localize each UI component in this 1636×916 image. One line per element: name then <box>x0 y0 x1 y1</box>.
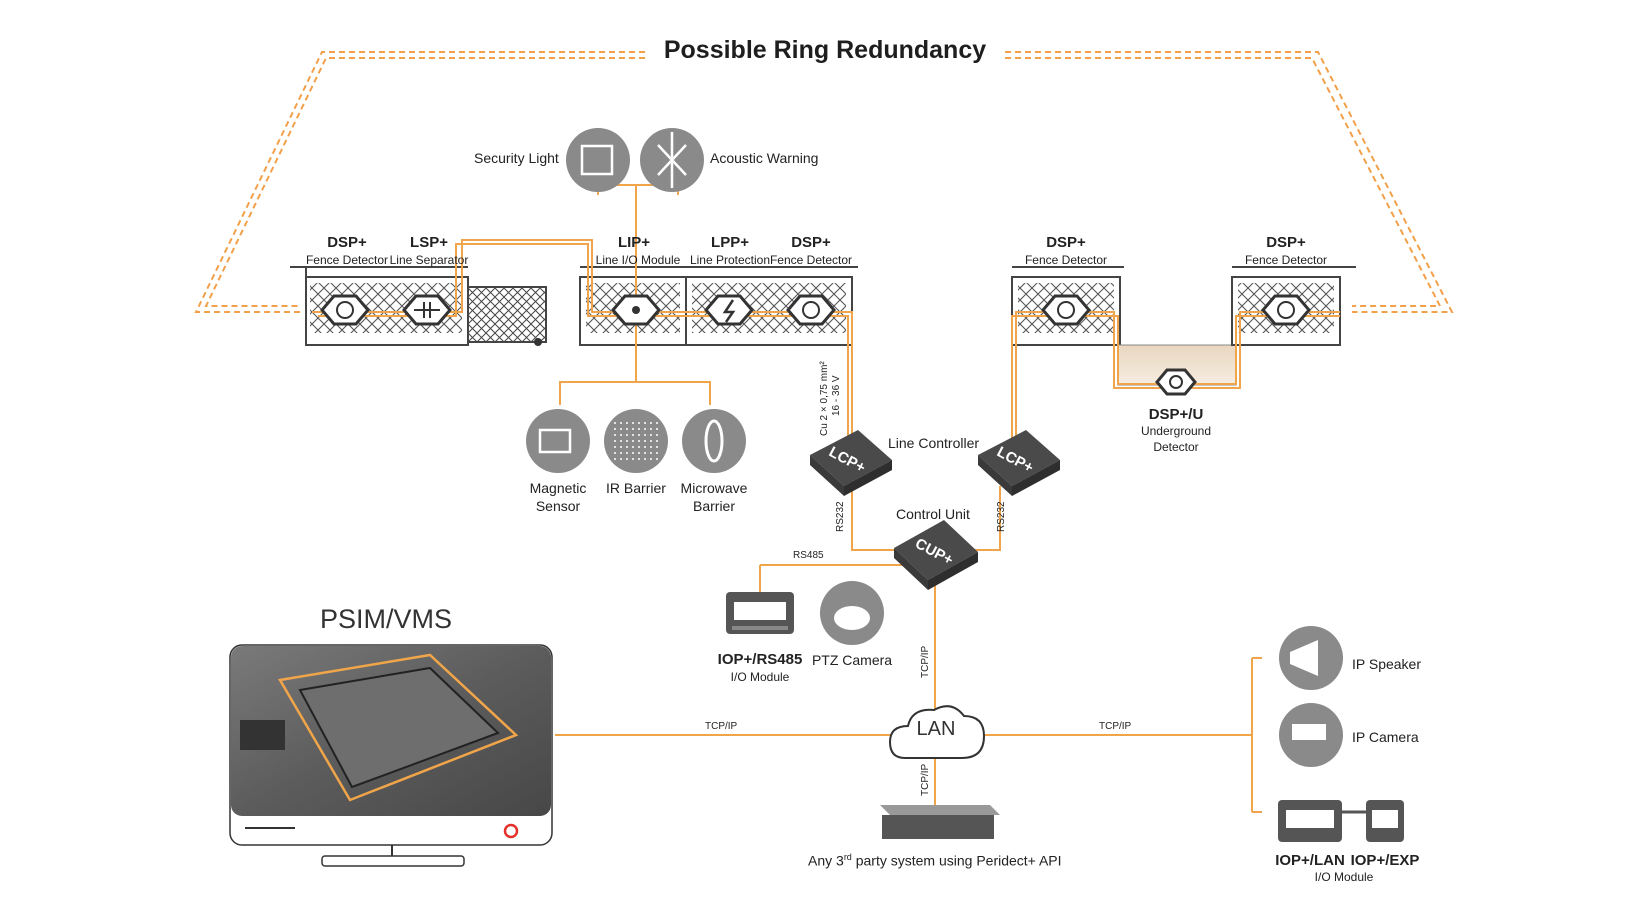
iop-rs485-device[interactable] <box>726 592 794 634</box>
microwave-label-1: Microwave <box>680 480 748 496</box>
lsp-icon[interactable] <box>402 294 452 326</box>
dsp4-desc: Fence Detector <box>1244 253 1328 267</box>
lpp-icon[interactable] <box>704 294 754 326</box>
ptz-camera-icon[interactable] <box>820 581 884 645</box>
rs485-label: RS485 <box>793 550 824 561</box>
iop-rs485-desc: I/O Module <box>730 670 790 684</box>
lan-cloud[interactable] <box>888 705 986 759</box>
iop-exp-name: IOP+/EXP <box>1350 852 1420 869</box>
dspu-desc-2: Detector <box>1153 440 1199 454</box>
magnetic-sensor-label-2: Sensor <box>535 498 581 514</box>
psim-monitor[interactable] <box>229 644 553 867</box>
rs232-left-label: RS232 <box>835 501 846 532</box>
cable-spec-1: Cu 2 × 0,75 mm² <box>819 361 830 436</box>
lip-icon[interactable] <box>611 294 661 326</box>
line-controller-label: Line Controller <box>888 435 980 451</box>
ip-camera-label: IP Camera <box>1352 729 1419 745</box>
magnetic-sensor-label-1: Magnetic <box>529 480 587 496</box>
iop-lan-name: IOP+/LAN <box>1275 852 1345 869</box>
dsp1-icon[interactable] <box>320 294 370 326</box>
dsp2-name: DSP+ <box>791 234 831 251</box>
dsp3-icon[interactable] <box>1041 294 1091 326</box>
lcp-left-device[interactable] <box>810 430 892 496</box>
iop-exp-device[interactable] <box>1342 800 1404 842</box>
dsp1-name: DSP+ <box>327 234 367 251</box>
cable-spec-2: 16 - 36 V <box>831 375 842 416</box>
lip-desc: Line I/O Module <box>595 253 681 267</box>
security-light-label: Security Light <box>474 150 559 166</box>
tcpip-cup-label: TCP/IP <box>920 645 931 678</box>
third-party-switch[interactable] <box>880 805 1000 839</box>
ip-speaker-icon[interactable] <box>1279 626 1343 690</box>
dspu-name: DSP+/U <box>1148 406 1204 423</box>
lsp-name: LSP+ <box>410 234 448 251</box>
microwave-label-2: Barrier <box>692 498 736 514</box>
dsp1-desc: Fence Detector <box>305 253 389 267</box>
fence-segment-c <box>1011 266 1356 386</box>
cup-device[interactable] <box>894 520 978 590</box>
dspu-icon[interactable] <box>1155 368 1197 396</box>
tcpip-left-label: TCP/IP <box>705 721 738 732</box>
lpp-desc: Line Protection <box>689 253 771 267</box>
magnetic-sensor-icon[interactable] <box>526 409 590 473</box>
iop-rs485-name: IOP+/RS485 <box>717 651 803 668</box>
third-party-label: Any 3rd party system using Peridect+ API <box>808 852 1062 869</box>
ptz-camera-label: PTZ Camera <box>811 652 893 668</box>
dsp2-desc: Fence Detector <box>769 253 853 267</box>
dsp3-desc: Fence Detector <box>1024 253 1108 267</box>
dsp4-icon[interactable] <box>1261 294 1311 326</box>
security-light-icon[interactable] <box>566 128 630 192</box>
ip-camera-icon[interactable] <box>1279 703 1343 767</box>
iop-right-desc: I/O Module <box>1314 870 1374 884</box>
microwave-barrier-icon[interactable] <box>682 409 746 473</box>
control-unit-label: Control Unit <box>896 506 970 522</box>
dsp4-name: DSP+ <box>1266 234 1306 251</box>
ip-speaker-label: IP Speaker <box>1352 656 1422 672</box>
diagram-title: Possible Ring Redundancy <box>653 36 997 65</box>
dsp2-icon[interactable] <box>786 294 836 326</box>
ir-barrier-label: IR Barrier <box>606 480 666 496</box>
acoustic-warning-label: Acoustic Warning <box>710 150 819 166</box>
lpp-name: LPP+ <box>711 234 749 251</box>
psim-label: PSIM/VMS <box>319 604 453 634</box>
ir-barrier-icon[interactable] <box>604 409 668 473</box>
lip-name: LIP+ <box>617 234 651 251</box>
lan-label: LAN <box>916 718 956 740</box>
lcp-right-device[interactable] <box>978 430 1060 496</box>
acoustic-warning-icon[interactable] <box>640 128 704 192</box>
lsp-desc: Line Separator <box>389 253 469 267</box>
ring-redundancy-path <box>194 51 1454 313</box>
dspu-desc-1: Underground <box>1140 424 1212 438</box>
iop-lan-device[interactable] <box>1278 800 1342 842</box>
rs232-right-label: RS232 <box>996 501 1007 532</box>
tcpip-right-label: TCP/IP <box>1099 721 1132 732</box>
dsp3-name: DSP+ <box>1046 234 1086 251</box>
tcpip-bottom-label: TCP/IP <box>920 763 931 796</box>
